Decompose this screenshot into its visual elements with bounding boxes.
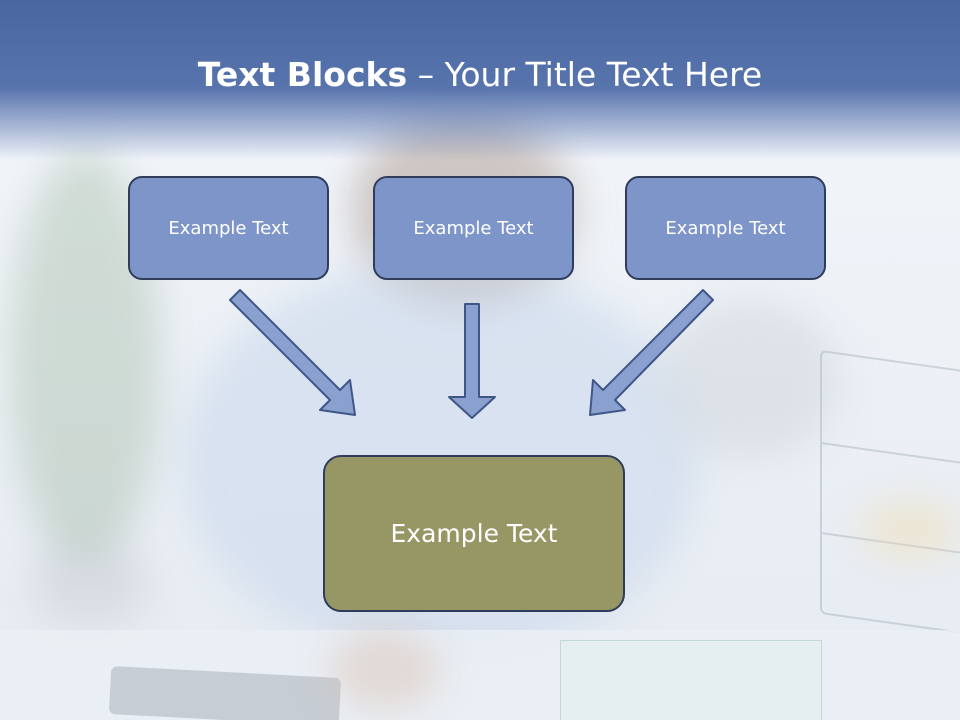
arrow-right — [589, 289, 714, 416]
slide-title[interactable]: Text Blocks – Your Title Text Here — [0, 52, 960, 98]
arrow-middle — [448, 303, 496, 419]
title-rest-part: Your Title Text Here — [444, 55, 763, 94]
hand-shape — [330, 630, 440, 710]
text-block-right-label: Example Text — [665, 217, 786, 239]
printer-shape — [660, 300, 840, 460]
text-block-right[interactable]: Example Text — [625, 176, 826, 280]
title-band — [0, 0, 960, 160]
title-dash: – — [407, 55, 445, 94]
plant-pot-shape — [30, 540, 150, 630]
title-bold-part: Text Blocks — [197, 55, 408, 94]
text-block-center[interactable]: Example Text — [373, 176, 574, 280]
text-block-left[interactable]: Example Text — [128, 176, 329, 280]
arrow-left — [229, 289, 356, 416]
text-block-left-label: Example Text — [168, 217, 289, 239]
paper-document-shape — [560, 640, 822, 720]
main-text-block-label: Example Text — [390, 519, 558, 548]
main-text-block[interactable]: Example Text — [323, 455, 625, 612]
text-block-center-label: Example Text — [413, 217, 534, 239]
papers-shape — [860, 500, 960, 560]
